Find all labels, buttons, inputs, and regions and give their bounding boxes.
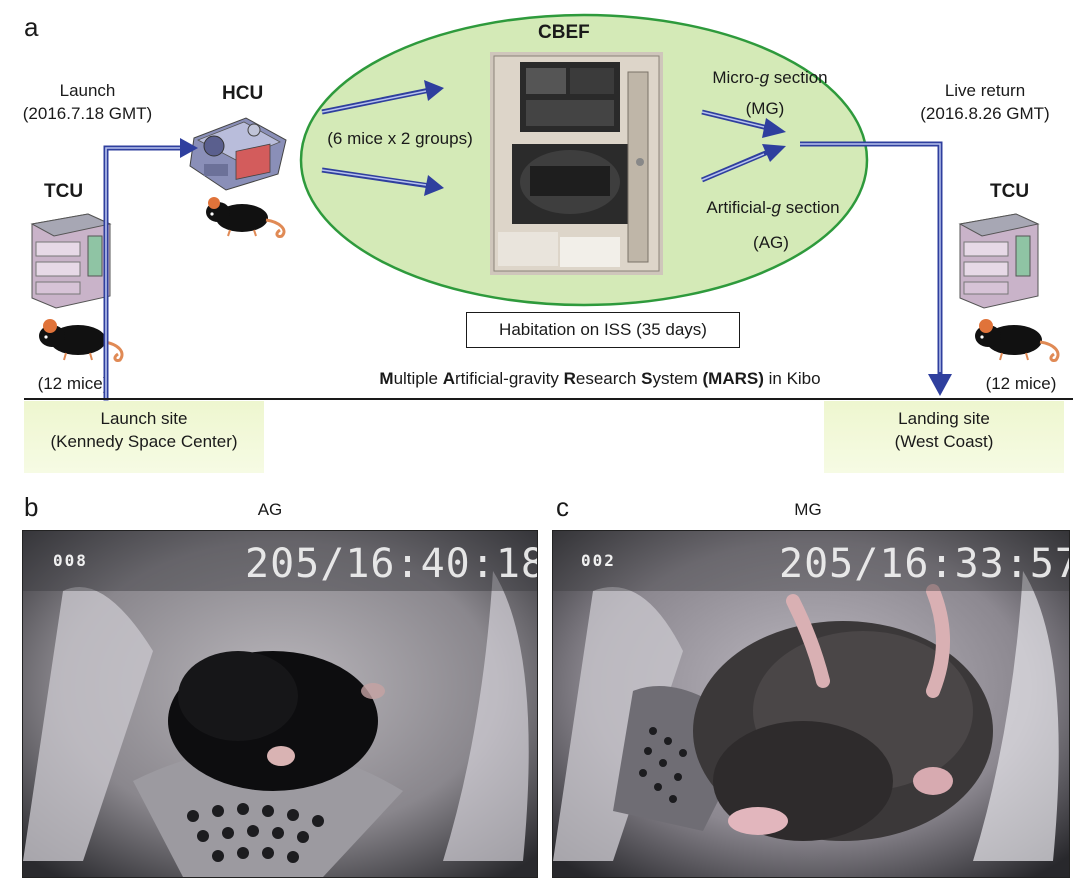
ag-camera-frame: 008 205/16:40:18.000 xyxy=(22,530,538,878)
ag-camera-id: 008 xyxy=(53,551,88,570)
groups-label: (6 mice x 2 groups) xyxy=(327,129,473,148)
ag-camera-timestamp: 205/16:40:18.000 xyxy=(245,541,538,587)
tcu-right-mouse-icon xyxy=(975,319,1060,362)
mg-abbr: (MG) xyxy=(745,99,785,118)
section-arrows xyxy=(701,109,786,183)
landing-site-box: Landing site (West Coast) xyxy=(824,401,1064,473)
mice-left-label: (12 mice) xyxy=(37,374,109,393)
panel-c-title: MG xyxy=(794,500,822,519)
mars-label: Multiple Artificial-gravity Research Sys… xyxy=(379,369,821,388)
hcu-to-cbef-arrows xyxy=(321,80,444,196)
flow-arrows xyxy=(24,80,1073,401)
launch-site-box: Launch site (Kennedy Space Center) xyxy=(24,401,264,473)
panel-c-letter: c xyxy=(556,492,569,522)
micro-g-label: Micro-g section xyxy=(712,68,828,87)
habitation-label: Habitation on ISS (35 days) xyxy=(499,320,707,339)
launch-date: (2016.7.18 GMT) xyxy=(22,104,153,123)
tcu-right-label: TCU xyxy=(990,181,1030,202)
return-arrow xyxy=(800,141,943,376)
mg-camera-frame: 002 205/16:33:57.501 xyxy=(552,530,1070,878)
habitation-box: Habitation on ISS (35 days) xyxy=(466,312,740,348)
tcu-left-mouse-icon xyxy=(39,319,124,362)
mg-camera-id: 002 xyxy=(581,551,616,570)
launch-label: Launch xyxy=(59,81,116,100)
mice-right-label: (12 mice) xyxy=(985,374,1057,393)
panel-b-title: AG xyxy=(257,500,283,519)
ag-abbr: (AG) xyxy=(753,233,789,252)
mg-camera-timestamp: 205/16:33:57.501 xyxy=(779,541,1070,587)
launch-site-line1: Launch site xyxy=(100,409,188,428)
return-label: Live return xyxy=(944,81,1026,100)
hcu-label: HCU xyxy=(222,83,264,104)
hcu-unit-illustration xyxy=(189,117,287,191)
launch-site-line2: (Kennedy Space Center) xyxy=(50,432,238,451)
cbef-label: CBEF xyxy=(538,22,590,43)
cbef-facility-photo xyxy=(490,52,663,275)
artificial-g-label: Artificial-g section xyxy=(706,198,840,217)
landing-site-line2: (West Coast) xyxy=(894,432,994,451)
launch-arrow xyxy=(103,145,189,401)
panel-a-letter: a xyxy=(24,12,39,42)
tcu-right-unit-illustration xyxy=(958,213,1040,309)
hcu-mouse-icon xyxy=(206,197,286,238)
return-date: (2016.8.26 GMT) xyxy=(920,104,1050,123)
tcu-left-unit-illustration xyxy=(30,213,112,309)
landing-site-line1: Landing site xyxy=(898,409,990,428)
panel-b-letter: b xyxy=(24,492,39,522)
tcu-left-label: TCU xyxy=(44,181,84,202)
